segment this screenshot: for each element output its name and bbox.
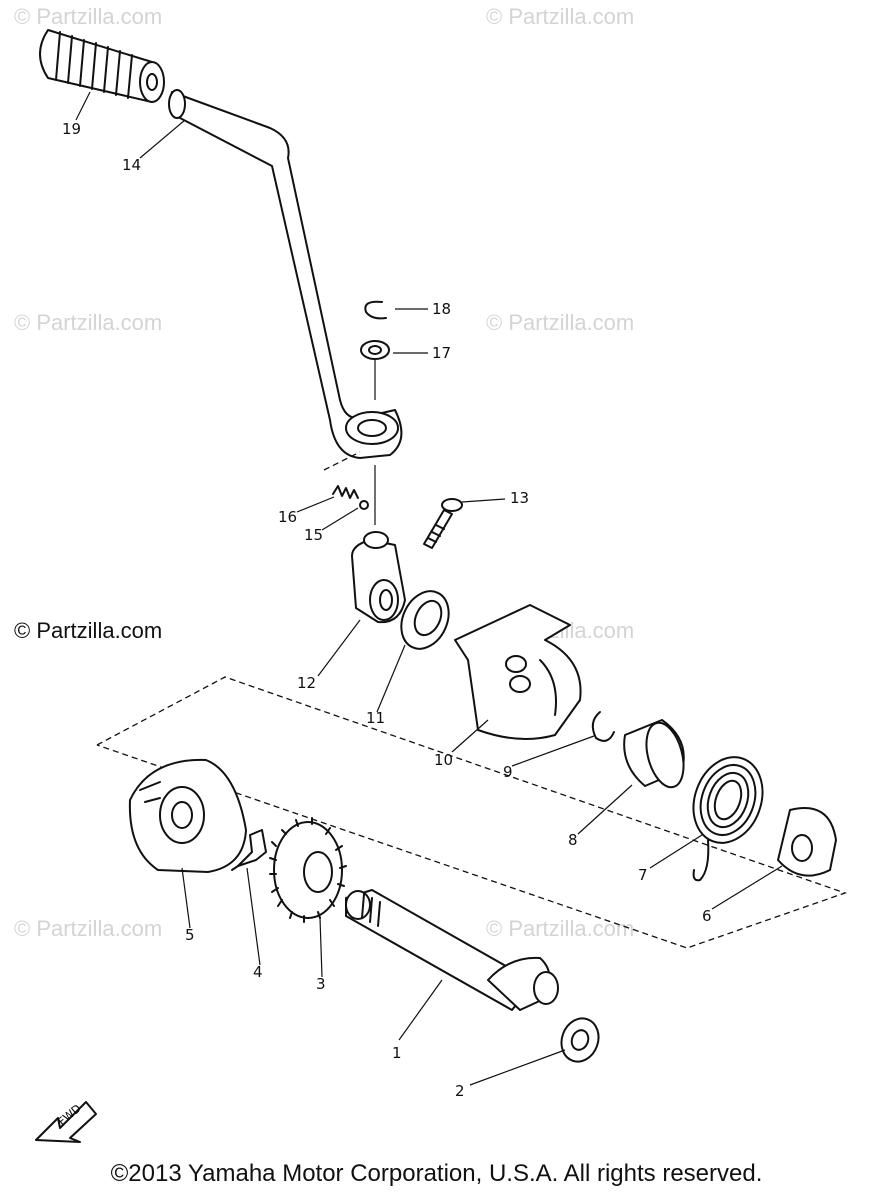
part-15-ball (359, 500, 369, 510)
watermark: © Partzilla.com (14, 4, 163, 29)
part-6-plate (777, 807, 837, 877)
part-4-spring-clip (231, 829, 267, 871)
watermark: © Partzilla.com (486, 310, 635, 335)
part-8-sleeve (623, 719, 685, 789)
part-5-ratchet (128, 758, 247, 873)
callout-9: 9 (503, 763, 513, 781)
watermark: © Partzilla.com (14, 916, 163, 941)
callout-17: 17 (432, 344, 451, 362)
callout-7: 7 (638, 866, 648, 884)
part-12-boss (351, 531, 406, 624)
forward-arrow-icon: FWD (35, 1101, 97, 1143)
part-13-bolt (423, 498, 463, 549)
callout-10: 10 (434, 751, 453, 769)
part-7-torsion-spring (692, 756, 764, 882)
callout-8: 8 (568, 831, 578, 849)
callout-5: 5 (185, 926, 195, 944)
callout-3: 3 (316, 975, 326, 993)
part-19-grip (39, 29, 165, 103)
callout-14: 14 (122, 156, 141, 174)
leader-lines (75, 91, 783, 1086)
part-17-washer (360, 340, 390, 360)
callout-2: 2 (455, 1082, 465, 1100)
callout-1: 1 (392, 1044, 402, 1062)
part-9-circlip (591, 711, 615, 742)
callout-4: 4 (253, 963, 263, 981)
part-11-oil-seal (400, 590, 450, 650)
watermark: © Partzilla.com (14, 310, 163, 335)
part-14-kick-lever (168, 89, 403, 459)
callout-6: 6 (702, 907, 712, 925)
callout-16: 16 (278, 508, 297, 526)
copyright-footer: ©2013 Yamaha Motor Corporation, U.S.A. A… (110, 1160, 763, 1187)
part-1-kick-shaft (345, 889, 559, 1011)
part-2-washer (560, 1017, 600, 1063)
watermark-main: © Partzilla.com (14, 618, 163, 643)
part-10-cover (454, 604, 582, 740)
watermark: © Partzilla.com (486, 4, 635, 29)
part-18-circlip (364, 300, 387, 320)
callout-15: 15 (304, 526, 323, 544)
watermark: © Partzilla.com (486, 916, 635, 941)
callout-12: 12 (297, 674, 316, 692)
callout-13: 13 (510, 489, 529, 507)
callout-19: 19 (62, 120, 81, 138)
assembly-boundary (96, 676, 847, 949)
part-3-gear (269, 817, 347, 923)
part-16-spring (332, 485, 359, 499)
callout-11: 11 (366, 709, 385, 727)
callout-18: 18 (432, 300, 451, 318)
